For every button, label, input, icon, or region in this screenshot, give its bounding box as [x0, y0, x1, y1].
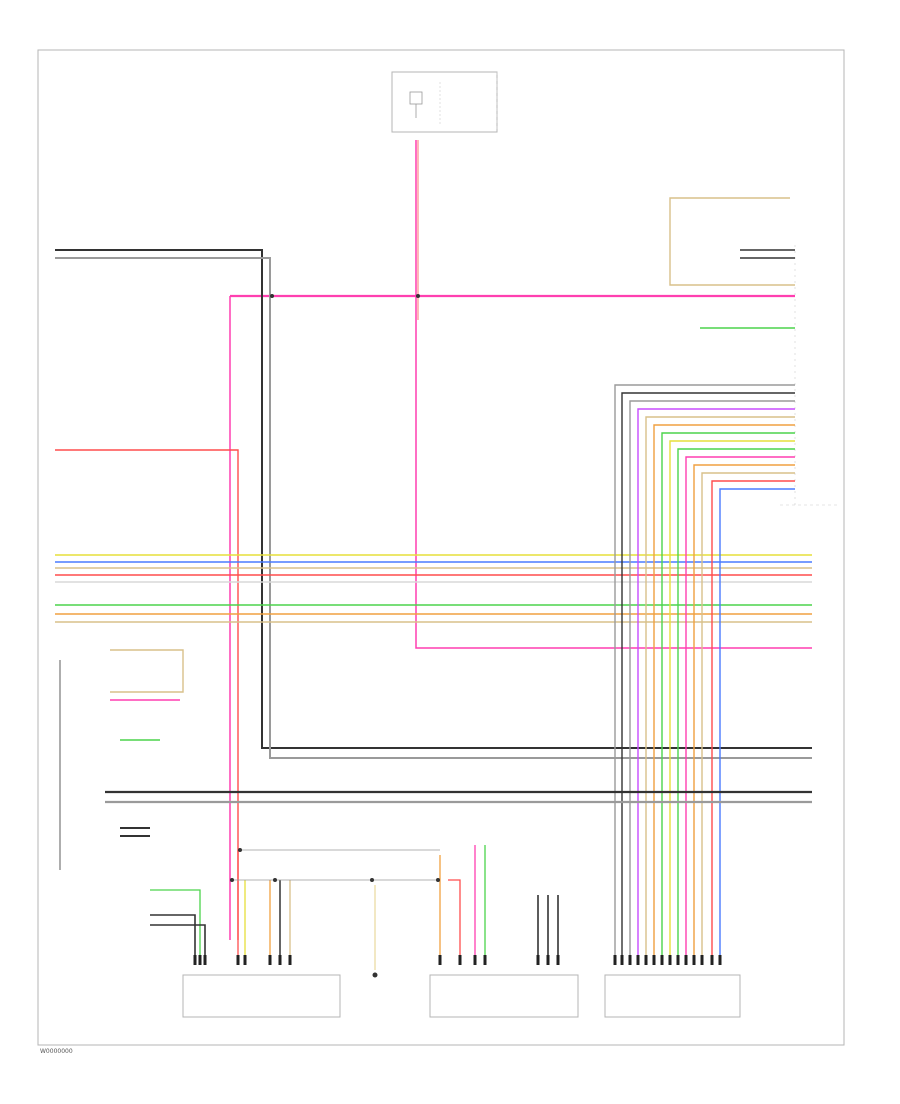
- wire-pink-vertical: [415, 140, 812, 649]
- component-box-left: [182, 974, 341, 1018]
- wire-bundle-3: [637, 408, 795, 965]
- connector-pin: [198, 955, 202, 965]
- wire-bundle-13: [719, 488, 795, 965]
- wire-bundle-10: [693, 464, 795, 965]
- wire-bundle-4: [645, 416, 795, 965]
- connector-pin: [628, 955, 632, 965]
- connector-pin: [613, 955, 617, 965]
- wire-bundle-11: [701, 472, 795, 965]
- wire-red-left: [55, 449, 239, 940]
- splice-dot: [436, 878, 440, 882]
- splice-dot: [230, 878, 234, 882]
- diagram-id: W0000000: [40, 1048, 73, 1055]
- splice-dot: [370, 878, 374, 882]
- splice-dot: [416, 294, 420, 298]
- connector-pin: [536, 955, 540, 965]
- wire-gray-bus-1: [55, 257, 812, 759]
- wire-black-bus-1: [55, 249, 812, 749]
- wire-bundle-0: [614, 384, 795, 965]
- connector-pin: [676, 955, 680, 965]
- connector-pin: [483, 955, 487, 965]
- fuse-relay-box: [391, 71, 498, 133]
- wire-bundle-9: [685, 456, 795, 965]
- wire-black-bottom-1: [150, 914, 196, 965]
- diagram-frame: [37, 49, 845, 1046]
- connector-pin: [652, 955, 656, 965]
- splice-dot: [270, 294, 274, 298]
- wire-paths: [55, 140, 812, 965]
- wire-bundle-8: [677, 448, 795, 965]
- connector-pin: [268, 955, 272, 965]
- splice-dot: [238, 848, 242, 852]
- wire-green-bottom: [150, 889, 201, 965]
- connector-pin: [556, 955, 560, 965]
- connector-pin: [668, 955, 672, 965]
- wire-black-bottom-2: [150, 924, 206, 965]
- connector-pin: [644, 955, 648, 965]
- connector-pin: [684, 955, 688, 965]
- wire-tan-loop: [669, 197, 795, 286]
- wire-red-mid: [448, 879, 461, 965]
- connector-pin: [473, 955, 477, 965]
- connector-pins: [193, 294, 722, 965]
- connector-pin: [660, 955, 664, 965]
- connector-pin: [692, 955, 696, 965]
- component-box-right: [604, 974, 741, 1018]
- connector-pin: [718, 955, 722, 965]
- wire-bundle-6: [661, 432, 795, 965]
- wire-bundle-5: [653, 424, 795, 965]
- wire-bundle-7: [669, 440, 795, 965]
- wire-tan-left: [110, 649, 184, 693]
- connector-pin: [278, 955, 282, 965]
- connector-pin: [710, 955, 714, 965]
- connector-pin: [288, 955, 292, 965]
- wire-bundle-1: [621, 392, 795, 965]
- connector-pin: [620, 955, 624, 965]
- connector-pin: [203, 955, 207, 965]
- connector-pin: [236, 955, 240, 965]
- connector-pin: [458, 955, 462, 965]
- ground-component: [372, 885, 378, 978]
- connector-pin: [700, 955, 704, 965]
- connector-pin: [438, 955, 442, 965]
- component-box-middle: [429, 974, 579, 1018]
- right-module-box: [780, 245, 840, 506]
- splice-dot: [273, 878, 277, 882]
- connector-pin: [193, 955, 197, 965]
- wire-bundle-12: [711, 480, 795, 965]
- connector-pin: [243, 955, 247, 965]
- connector-pin: [636, 955, 640, 965]
- wire-bundle-2: [629, 400, 795, 965]
- connector-pin: [546, 955, 550, 965]
